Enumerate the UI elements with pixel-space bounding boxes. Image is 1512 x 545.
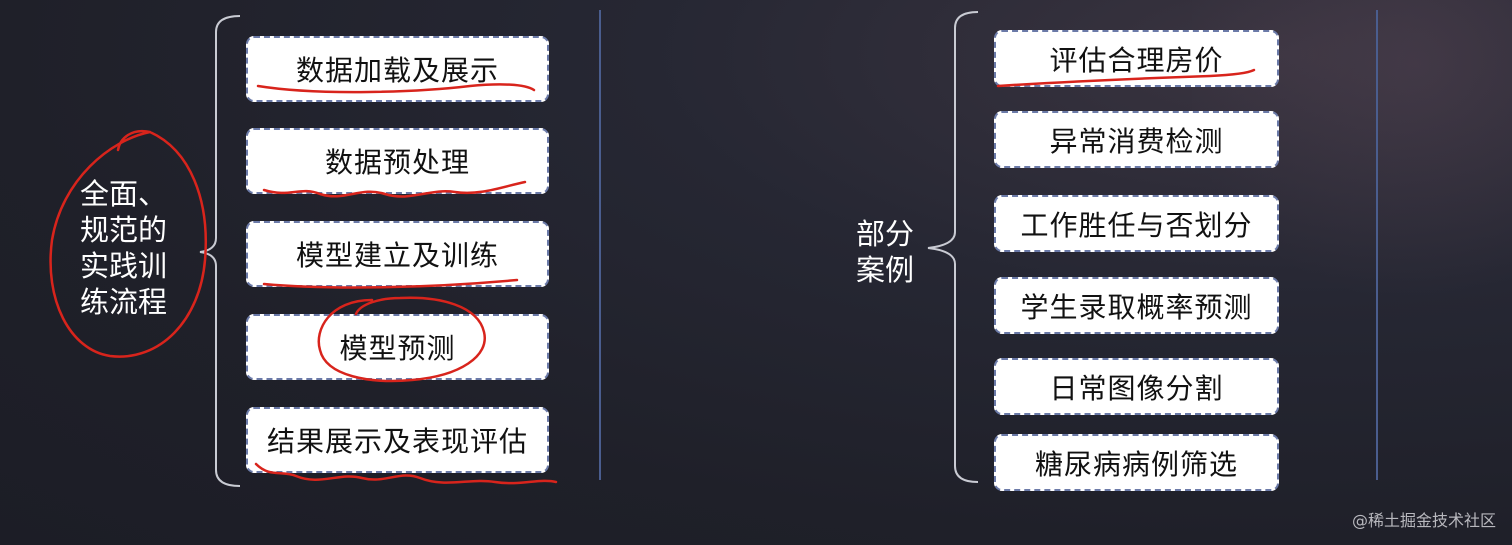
right-item-house-price: 评估合理房价 [994,30,1279,87]
left-brace [199,15,241,487]
right-group-label: 部分 案例 [856,217,915,287]
right-item-abnormal-consumption: 异常消费检测 [994,111,1279,168]
right-item-admission-probability: 学生录取概率预测 [994,277,1279,334]
right-brace [927,11,979,483]
right-item-image-segmentation: 日常图像分割 [994,358,1279,415]
left-item-model-training: 模型建立及训练 [246,221,549,287]
left-item-data-loading: 数据加载及展示 [246,36,549,102]
left-item-model-prediction: 模型预测 [246,314,549,380]
watermark: @稀土掘金技术社区 [1351,511,1496,530]
left-item-data-preprocessing: 数据预处理 [246,128,549,194]
right-item-job-competency: 工作胜任与否划分 [994,195,1279,252]
left-divider [599,10,601,480]
right-divider [1376,10,1378,480]
left-item-result-evaluation: 结果展示及表现评估 [246,407,549,473]
right-item-diabetes-screening: 糖尿病病例筛选 [994,434,1279,491]
left-group-label: 全面、 规范的 实践训 练流程 [80,177,168,319]
